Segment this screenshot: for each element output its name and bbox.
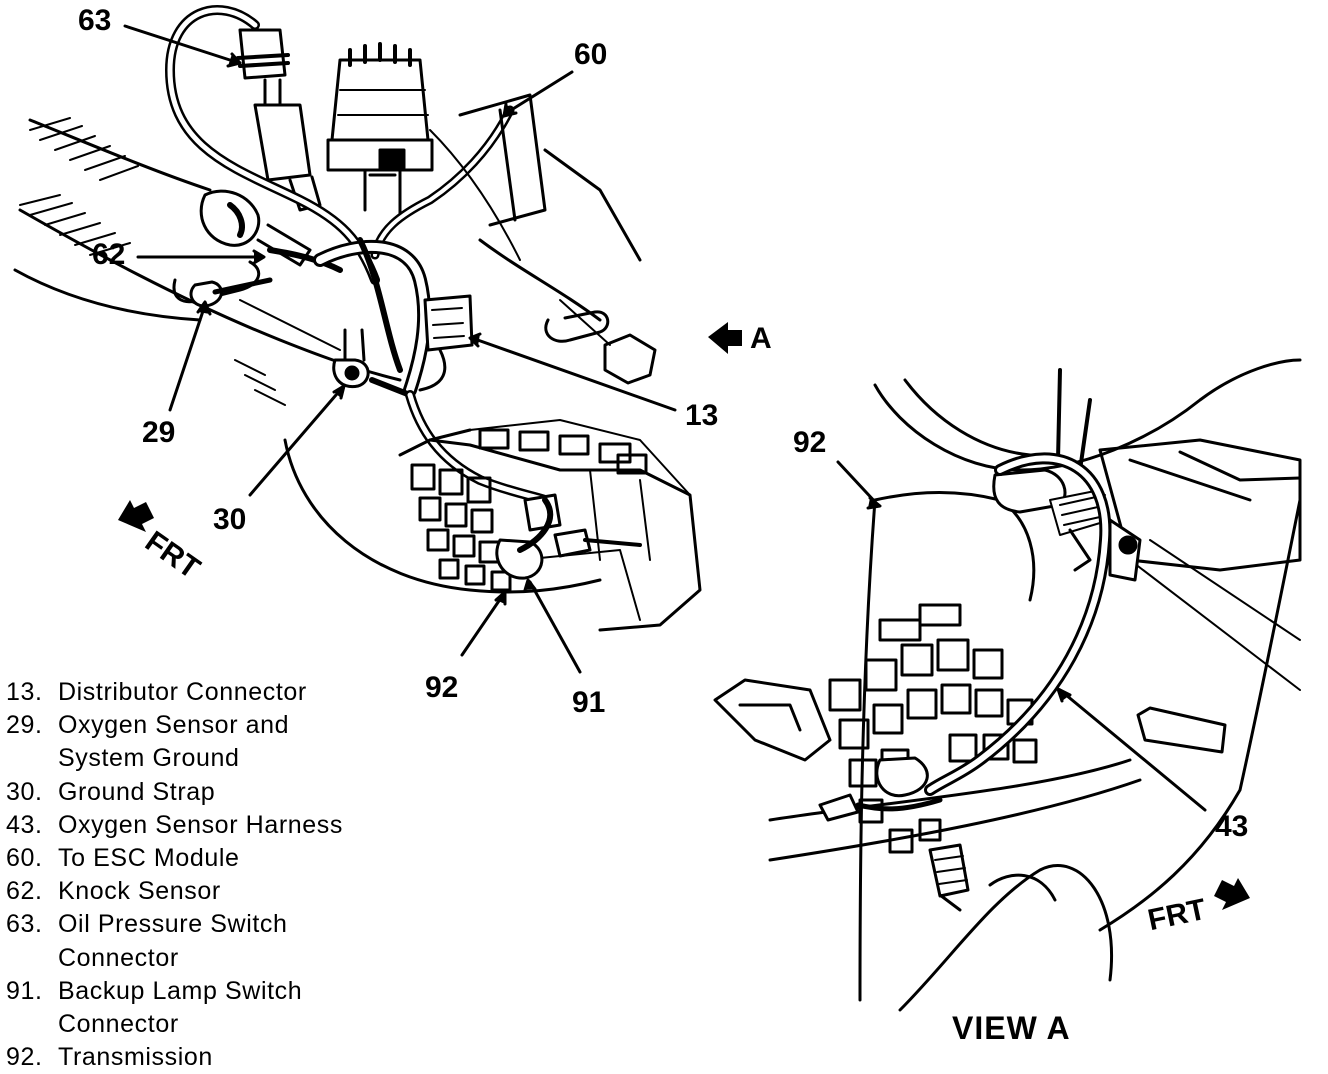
engine-block-outline-2 xyxy=(28,118,212,192)
callout-43: 43 xyxy=(1215,810,1249,843)
legend-item: 91. Backup Lamp Switch xyxy=(6,975,343,1008)
legend-item: 60. To ESC Module xyxy=(6,842,343,875)
legend-item-text: To ESC Module xyxy=(58,844,240,873)
intake-manifold xyxy=(458,93,642,322)
ground-strap xyxy=(332,328,413,398)
callout-91: 91 xyxy=(572,686,606,719)
legend-item-text: Transmission xyxy=(58,1043,213,1072)
leader-lines xyxy=(123,24,677,674)
legend-item-number: 43. xyxy=(6,810,43,839)
legend-item-number: 30. xyxy=(6,777,43,806)
legend-item-text: Oxygen Sensor Harness xyxy=(58,810,343,839)
distributor-connector xyxy=(418,294,474,392)
mounting-bolt xyxy=(544,299,657,385)
engine-hatching xyxy=(19,117,286,406)
view-a-title: VIEW A xyxy=(952,1010,1071,1046)
view-a-ribs xyxy=(828,603,1038,854)
callout-92-left: 92 xyxy=(425,671,459,704)
view-a-arrow-label: A xyxy=(750,322,772,355)
frt-arrow-left xyxy=(118,500,154,532)
legend-item: Connector xyxy=(6,942,343,975)
legend-item: 13. Distributor Connector xyxy=(6,676,343,709)
main-view-drawing xyxy=(13,5,742,674)
legend-item-number: 60. xyxy=(6,844,43,873)
system-ground xyxy=(172,260,341,351)
legend-item-text: Backup Lamp Switch xyxy=(58,976,303,1005)
legend-item-number: 63. xyxy=(6,910,43,939)
view-a-arrow xyxy=(708,322,742,354)
callout-63: 63 xyxy=(78,4,112,37)
legend-item: 92. Transmission xyxy=(6,1041,343,1074)
oxygen-sensor xyxy=(928,843,970,912)
view-a-drawing xyxy=(713,358,1302,1012)
knock-sensor xyxy=(199,189,343,273)
legend-item: Connector xyxy=(6,1008,343,1041)
callout-62: 62 xyxy=(92,238,126,271)
legend-item-number xyxy=(6,942,58,975)
frt-arrow-right xyxy=(1214,878,1250,910)
callout-30: 30 xyxy=(213,503,247,536)
transmission xyxy=(283,419,702,632)
legend-item-text: Ground Strap xyxy=(58,777,216,806)
legend-item-number xyxy=(6,1008,58,1041)
callout-29: 29 xyxy=(142,416,176,449)
legend-item-number: 91. xyxy=(6,976,43,1005)
legend-item-text: Knock Sensor xyxy=(58,877,221,906)
legend-item: 63. Oil Pressure Switch xyxy=(6,908,343,941)
legend-item-text: Distributor Connector xyxy=(58,678,307,706)
legend-item-text: Oxygen Sensor and xyxy=(58,711,290,740)
parts-legend: 13. Distributor Connector 29. Oxygen Sensor… xyxy=(6,676,343,1074)
legend-item-number: 29. xyxy=(6,711,43,740)
engine-block-outline-3 xyxy=(13,268,202,322)
distributor xyxy=(326,42,434,222)
legend-item: 29. Oxygen Sensor and xyxy=(6,709,343,742)
legend-item: 30. Ground Strap xyxy=(6,776,343,809)
legend-item-text: Connector xyxy=(58,1010,179,1039)
legend-item-text: Connector xyxy=(58,943,179,972)
legend-item-number xyxy=(6,742,58,775)
oil-pressure-switch xyxy=(236,28,322,212)
legend-item: 43. Oxygen Sensor Harness xyxy=(6,809,343,842)
callout-92-right: 92 xyxy=(793,426,827,459)
legend-item: 62. Knock Sensor xyxy=(6,875,343,908)
legend-item: System Ground xyxy=(6,742,343,775)
callout-13: 13 xyxy=(685,399,719,432)
legend-item-number: 13. xyxy=(6,678,43,706)
legend-item-number: 62. xyxy=(6,877,43,906)
transmission-ribs xyxy=(410,428,648,592)
legend-item-text: Oil Pressure Switch xyxy=(58,910,288,939)
callout-60: 60 xyxy=(574,38,608,71)
legend-item-text: System Ground xyxy=(58,744,240,773)
legend-item-number: 92. xyxy=(6,1043,43,1072)
backup-lamp-switch xyxy=(495,493,642,580)
